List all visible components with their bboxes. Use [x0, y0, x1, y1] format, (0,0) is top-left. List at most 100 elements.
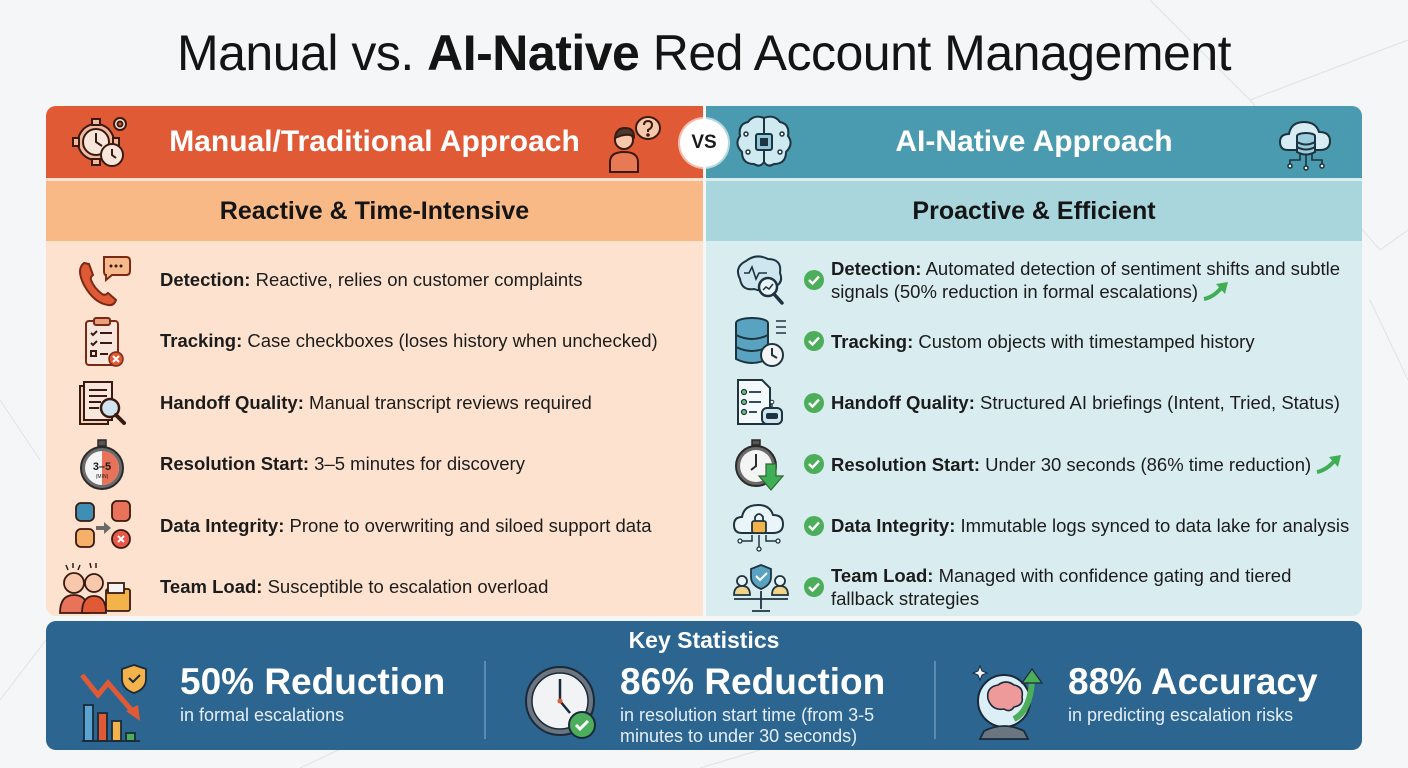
- row-label: Data Integrity:: [160, 514, 285, 536]
- manual-row-handoff: Handoff Quality: Manual transcript revie…: [46, 372, 703, 434]
- ai-row-tracking: Tracking: Custom objects with timestampe…: [706, 311, 1362, 373]
- manual-row-resolution: 3–5 (MIN) Resolution Start: 3–5 minutes …: [46, 434, 703, 496]
- row-label: Handoff Quality:: [160, 391, 304, 413]
- row-text: 3–5 minutes for discovery: [309, 453, 525, 475]
- ai-resolution-text: Resolution Start: Under 30 seconds (86% …: [831, 453, 1351, 476]
- chart-down-shield-icon: [80, 664, 147, 742]
- stat-divider: [484, 661, 486, 739]
- key-statistics-panel: Key Statistics 50% Reduction in formal e…: [46, 621, 1362, 750]
- row-text: Reactive, relies on customer complaints: [250, 268, 583, 290]
- ai-row-resolution: Resolution Start: Under 30 seconds (86% …: [706, 434, 1362, 496]
- stat-escalation-reduction: 50% Reduction in formal escalations: [80, 659, 480, 745]
- title-bold: AI-Native: [427, 25, 640, 81]
- vs-badge: VS: [680, 119, 728, 167]
- stat-value: 86% Reduction: [620, 661, 886, 702]
- ai-team-load-text: Team Load: Managed with confidence gatin…: [831, 564, 1351, 610]
- ai-row-team-load: Team Load: Managed with confidence gatin…: [706, 557, 1362, 617]
- ai-detection-text: Detection: Automated detection of sentim…: [831, 257, 1351, 303]
- row-label: Resolution Start:: [831, 453, 981, 475]
- row-text: Susceptible to escalation overload: [262, 576, 549, 598]
- ai-row-detection: Detection: Automated detection of sentim…: [706, 249, 1362, 311]
- stat-prediction-accuracy: 88% Accuracy in predicting escalation ri…: [970, 659, 1370, 745]
- manual-subheader: Reactive & Time-Intensive: [46, 181, 703, 241]
- key-statistics-title: Key Statistics: [628, 627, 780, 653]
- gear-clocks-icon: [72, 117, 127, 167]
- page-title: Manual vs. AI-Native Red Account Managem…: [0, 24, 1408, 82]
- row-text: Custom objects with timestamped history: [913, 330, 1255, 352]
- stat-resolution-time-reduction: 86% Reduction in resolution start time (…: [520, 659, 920, 746]
- check-icon: [804, 577, 824, 598]
- ai-row-data-integrity: Data Integrity: Immutable logs synced to…: [706, 495, 1362, 557]
- ai-tracking-text: Tracking: Custom objects with timestampe…: [831, 330, 1351, 353]
- row-text: Managed with confidence gating and tiere…: [831, 565, 1292, 610]
- brain-analytics-icon: [737, 255, 784, 305]
- title-part-1: Manual vs.: [176, 25, 428, 81]
- ai-native-approach-panel: AI-Native Approach Proactive & Efficient: [706, 106, 1362, 616]
- row-text: Automated detection of sentiment shifts …: [831, 257, 1341, 302]
- manual-detection-text: Detection: Reactive, relies on customer …: [160, 269, 583, 291]
- stat-caption: in predicting escalation risks: [1068, 705, 1294, 725]
- manual-tracking-text: Tracking: Case checkboxes (loses history…: [160, 330, 658, 352]
- title-part-2: Red Account Management: [639, 25, 1232, 81]
- row-label: Data Integrity:: [831, 515, 956, 537]
- row-text: Under 30 seconds (86% time reduction): [980, 453, 1312, 475]
- manual-header: Manual/Traditional Approach: [46, 106, 703, 178]
- manual-row-tracking: Tracking: Case checkboxes (loses history…: [46, 311, 703, 373]
- row-label: Tracking:: [160, 330, 243, 352]
- manual-data-integrity-text: Data Integrity: Prone to overwriting and…: [160, 515, 652, 537]
- row-text: Immutable logs synced to data lake for a…: [955, 515, 1350, 537]
- stat-value: 50% Reduction: [180, 661, 446, 702]
- ai-data-integrity-text: Data Integrity: Immutable logs synced to…: [831, 514, 1351, 537]
- stressed-team-icon: [59, 562, 131, 614]
- crystal-ball-brain-icon: [971, 664, 1044, 740]
- manual-rows: Detection: Reactive, relies on customer …: [46, 241, 703, 616]
- row-label: Detection:: [160, 268, 251, 290]
- row-label: Resolution Start:: [160, 453, 310, 475]
- phone-chat-icon: [79, 256, 131, 307]
- row-label: Detection:: [831, 257, 922, 279]
- row-label: Handoff Quality:: [831, 392, 975, 414]
- manual-handoff-text: Handoff Quality: Manual transcript revie…: [160, 392, 592, 414]
- manual-header-title: Manual/Traditional Approach: [169, 125, 580, 158]
- row-label: Team Load:: [160, 576, 263, 598]
- manual-resolution-text: Resolution Start: 3–5 minutes for discov…: [160, 453, 525, 475]
- check-icon: [804, 392, 824, 413]
- stopwatch-down-icon: [735, 438, 785, 491]
- stat-caption: in resolution start time (from 3-5 minut…: [620, 705, 875, 746]
- documents-magnifier-icon: [79, 381, 126, 425]
- manual-row-detection: Detection: Reactive, relies on customer …: [46, 249, 703, 311]
- row-label: Tracking:: [831, 330, 914, 352]
- check-icon: [804, 331, 824, 352]
- trend-up-arrow-icon: [1316, 454, 1342, 474]
- database-error-icon: [75, 500, 131, 549]
- row-text: Case checkboxes (loses history when unch…: [242, 330, 658, 352]
- stat-caption: in formal escalations: [180, 705, 345, 725]
- stat-value: 88% Accuracy: [1068, 661, 1318, 702]
- svg-text:3–5: 3–5: [93, 461, 111, 473]
- row-text: Structured AI briefings (Intent, Tried, …: [974, 392, 1340, 414]
- trend-up-arrow-icon: [1203, 281, 1229, 301]
- manual-row-data-integrity: Data Integrity: Prone to overwriting and…: [46, 495, 703, 557]
- stat-divider: [934, 661, 936, 739]
- ai-row-handoff: Handoff Quality: Structured AI briefings…: [706, 372, 1362, 434]
- ai-brain-chip-icon: [736, 115, 792, 167]
- clipboard-checklist-icon: [85, 316, 124, 367]
- svg-text:(MIN): (MIN): [96, 474, 109, 480]
- stopwatch-icon: 3–5 (MIN): [80, 438, 124, 490]
- row-text: Manual transcript reviews required: [303, 391, 592, 413]
- manual-row-team-load: Team Load: Susceptible to escalation ove…: [46, 557, 703, 617]
- ai-handoff-text: Handoff Quality: Structured AI briefings…: [831, 391, 1351, 414]
- row-label: Team Load:: [831, 565, 934, 587]
- clock-check-icon: [525, 666, 596, 739]
- ai-rows: Detection: Automated detection of sentim…: [706, 241, 1362, 616]
- cloud-database-icon: [1278, 120, 1332, 171]
- ai-header: AI-Native Approach: [706, 106, 1362, 178]
- check-icon: [804, 454, 824, 475]
- document-robot-icon: [737, 379, 783, 425]
- database-clock-icon: [735, 316, 786, 367]
- check-icon: [804, 269, 824, 290]
- ai-subheader: Proactive & Efficient: [706, 181, 1362, 241]
- row-text: Prone to overwriting and siloed support …: [284, 514, 652, 536]
- confused-person-icon: [609, 116, 661, 173]
- manual-team-load-text: Team Load: Susceptible to escalation ove…: [160, 576, 548, 598]
